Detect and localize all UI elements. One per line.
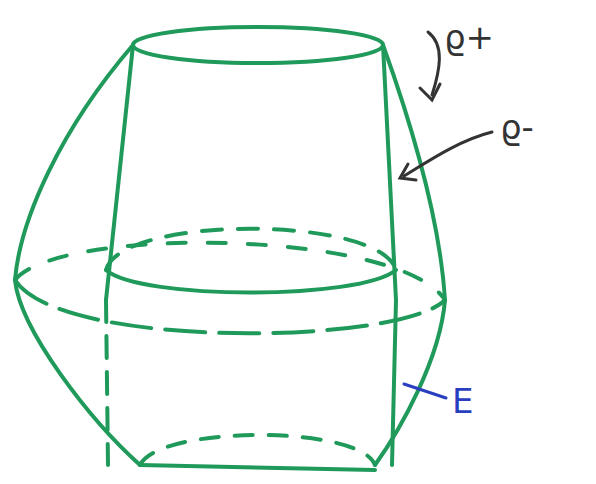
equator-back — [15, 243, 445, 300]
arrow-head — [420, 84, 440, 100]
equator-front — [15, 280, 445, 333]
top-rim — [133, 27, 383, 63]
surface-label: E — [452, 384, 473, 418]
outer-left — [15, 45, 140, 465]
bottom-front — [140, 465, 375, 470]
arrow-head — [400, 164, 416, 180]
leader-arrow — [404, 132, 492, 176]
inner-left-lower — [106, 300, 108, 465]
surface-label: ϱ- — [500, 110, 534, 144]
inner-circle-back — [106, 229, 396, 270]
inner-circle-front — [106, 270, 396, 293]
leader-line — [404, 384, 446, 398]
bottom-back — [140, 435, 375, 465]
surface-label: ϱ+ — [444, 20, 494, 54]
